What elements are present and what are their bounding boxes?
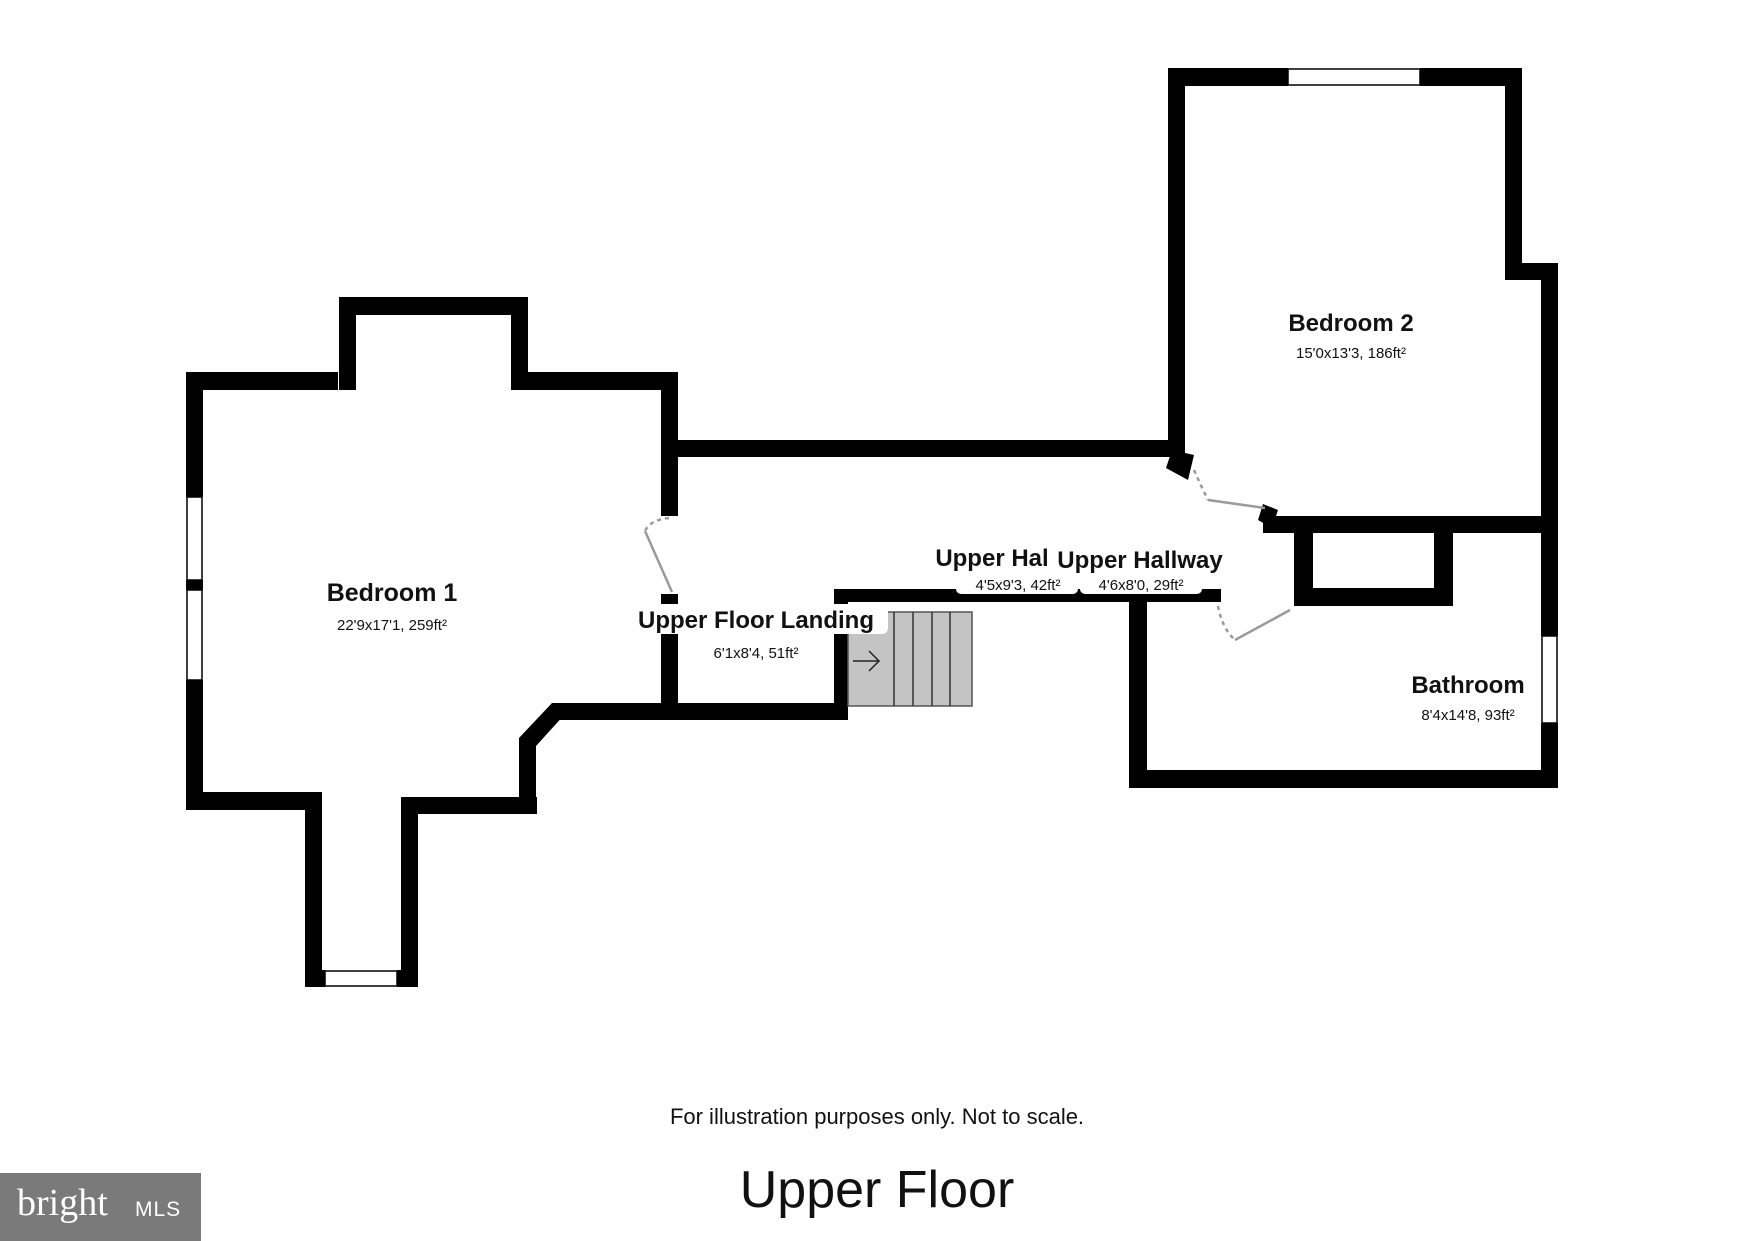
wall (1168, 68, 1185, 457)
door-arc (1192, 469, 1210, 501)
bathroom-name: Bathroom (1411, 672, 1524, 699)
wall (1166, 450, 1194, 480)
hallway-a-name: Upper Hal (935, 545, 1048, 572)
door-swings (643, 469, 1291, 642)
door-arc (1216, 605, 1236, 641)
bedroom-2-name: Bedroom 2 (1288, 310, 1413, 337)
windows (186, 68, 1558, 987)
wall (186, 792, 321, 810)
wall (401, 797, 418, 987)
hallway-a-dimensions: 4'5x9'3, 42ft² (976, 577, 1061, 594)
floor-title: Upper Floor (739, 1161, 1015, 1219)
wall (305, 970, 325, 987)
walls (186, 68, 1558, 987)
bathroom-dimensions: 8'4x14'8, 93ft² (1421, 707, 1514, 724)
wall (401, 797, 537, 814)
hallway-b-dimensions: 4'6x8'0, 29ft² (1099, 577, 1184, 594)
wall (1129, 770, 1558, 788)
wall (1541, 263, 1558, 534)
window (186, 589, 203, 681)
wall (661, 440, 1172, 457)
wall (1294, 516, 1313, 606)
hallway-b-name: Upper Hallway (1057, 547, 1223, 574)
bedroom-1-name: Bedroom 1 (327, 579, 458, 607)
window (186, 496, 203, 581)
landing-name: Upper Floor Landing (638, 607, 874, 634)
wall (552, 703, 678, 720)
brand-suffix: MLS (135, 1198, 182, 1221)
window (1541, 635, 1558, 724)
stairs-direction-arrow-icon (853, 650, 881, 672)
wall (339, 297, 356, 390)
wall (511, 372, 678, 390)
brand-word: bright (17, 1182, 108, 1224)
door-leaf (1207, 498, 1266, 510)
window (324, 970, 398, 987)
wall (186, 372, 203, 497)
wall (1541, 723, 1558, 788)
door-arc (643, 516, 670, 532)
wall (1129, 589, 1147, 788)
wall (305, 792, 322, 987)
window (1287, 68, 1421, 86)
wall (339, 297, 528, 315)
wall (1434, 516, 1453, 606)
wall (1420, 68, 1520, 86)
wall (1541, 516, 1558, 636)
wall (1263, 516, 1558, 533)
hallway-a-label-bg (956, 574, 1078, 594)
landing-label-bg (626, 604, 888, 634)
disclaimer-note: For illustration purposes only. Not to s… (669, 1104, 1085, 1129)
room-labels: Bedroom 1 22'9x17'1, 259ft² Bedroom 2 15… (327, 310, 1525, 724)
wall (511, 297, 528, 390)
wall (661, 703, 848, 720)
bedroom-2-dimensions: 15'0x13'3, 186ft² (1296, 345, 1406, 362)
wall (1294, 588, 1453, 606)
bright-mls-logo: bright MLS (0, 1173, 201, 1241)
wall (1168, 68, 1288, 86)
hallway-b-label-bg (1080, 574, 1202, 594)
landing-dimensions: 6'1x8'4, 51ft² (714, 645, 799, 662)
wall (1505, 68, 1522, 280)
wall (186, 680, 203, 810)
wall (186, 372, 338, 390)
wall (519, 738, 536, 814)
wall (186, 580, 203, 590)
bedroom-1-dimensions: 22'9x17'1, 259ft² (337, 617, 447, 634)
door-leaf (643, 530, 674, 593)
door-leaf (1234, 608, 1291, 642)
